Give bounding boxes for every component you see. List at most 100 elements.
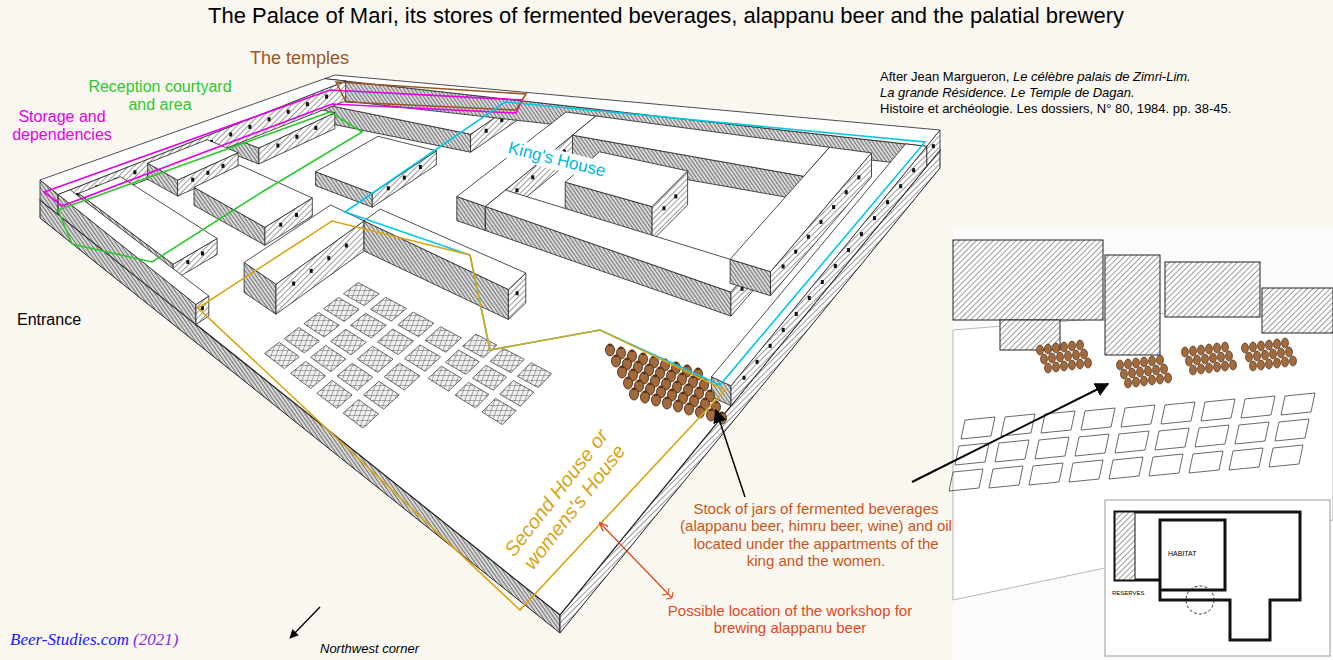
floor-tile xyxy=(455,382,489,408)
inset-wall xyxy=(1262,288,1333,333)
window xyxy=(419,165,422,169)
window xyxy=(310,269,313,273)
jar xyxy=(1290,356,1297,366)
jar xyxy=(1069,341,1076,351)
floor-tile xyxy=(500,381,534,407)
watermark: Beer-Studies.com xyxy=(10,630,129,650)
wall-face xyxy=(58,195,196,325)
jar-mouth xyxy=(614,355,618,357)
jar xyxy=(1053,343,1060,353)
inset-floor-tile xyxy=(1161,402,1195,424)
annotation: Stock of jars of fermented beverages (al… xyxy=(680,500,952,569)
window xyxy=(782,264,785,268)
jar-mouth xyxy=(676,400,680,402)
jar xyxy=(1250,342,1257,352)
jar xyxy=(1226,351,1233,361)
floor-tile xyxy=(304,313,339,338)
window xyxy=(832,205,835,209)
inset-floor-tile xyxy=(1235,422,1269,444)
floor-tile xyxy=(482,398,516,424)
jar-mouth xyxy=(665,397,669,399)
floor-tile xyxy=(445,350,479,374)
floor-tile xyxy=(324,298,359,322)
jar-body xyxy=(630,388,639,400)
plan-marker xyxy=(1186,586,1214,614)
jar xyxy=(1218,352,1225,362)
jar xyxy=(1242,343,1249,353)
inset-floor-tile xyxy=(1075,434,1109,456)
jar xyxy=(1153,365,1160,375)
inset-ground xyxy=(953,228,1333,660)
floor-tile xyxy=(371,297,407,321)
jar xyxy=(606,344,615,356)
inset-floor-tile xyxy=(1029,463,1063,485)
wall-top xyxy=(712,144,927,386)
wall-top xyxy=(194,165,312,227)
jar xyxy=(663,397,672,409)
jar xyxy=(1214,362,1221,372)
floor-tile xyxy=(473,365,507,390)
window xyxy=(756,360,759,364)
plan-label: RESERVES xyxy=(1112,590,1145,597)
jar xyxy=(1250,361,1257,371)
window xyxy=(886,200,889,204)
wall-top xyxy=(244,205,364,284)
window xyxy=(201,251,204,255)
floor-tile xyxy=(425,327,461,353)
jar-body xyxy=(663,397,672,409)
jar-mouth xyxy=(670,389,674,391)
jar xyxy=(1274,358,1281,368)
window xyxy=(847,248,850,252)
jar xyxy=(1117,360,1124,370)
jar-mouth xyxy=(625,358,629,360)
jar xyxy=(612,355,621,367)
floor-tile xyxy=(517,363,551,388)
floor-tile xyxy=(337,363,373,390)
window xyxy=(845,190,848,194)
floor-tile xyxy=(284,327,319,353)
arrow-fletching xyxy=(662,588,673,599)
jar xyxy=(1222,342,1229,352)
jar xyxy=(1125,378,1132,388)
window xyxy=(515,188,518,192)
window xyxy=(819,220,822,224)
jar xyxy=(1121,369,1128,379)
inset-wall xyxy=(953,240,1103,320)
jar xyxy=(1270,349,1277,359)
jar xyxy=(1157,355,1164,365)
window xyxy=(795,312,798,316)
floor-tile xyxy=(311,345,346,371)
jar-mouth xyxy=(626,377,630,379)
window xyxy=(782,328,785,332)
jar-mouth xyxy=(696,368,700,370)
window xyxy=(345,244,348,248)
wall-block xyxy=(712,144,927,406)
window xyxy=(516,291,519,295)
wall-top xyxy=(58,190,209,305)
window xyxy=(857,175,860,179)
jar-body xyxy=(606,344,615,356)
jar xyxy=(1041,354,1048,364)
jar xyxy=(1049,353,1056,363)
jar xyxy=(1222,361,1229,371)
jar xyxy=(1254,351,1261,361)
jar-mouth xyxy=(630,350,634,352)
floor-tile xyxy=(351,313,387,338)
jar-mouth xyxy=(687,403,691,405)
jar-mouth xyxy=(669,370,673,372)
window xyxy=(674,194,677,198)
jar xyxy=(1186,356,1193,366)
inset-floor-tile xyxy=(1109,457,1143,479)
window xyxy=(295,213,298,217)
north-arrow xyxy=(290,607,320,638)
jar xyxy=(1206,344,1213,354)
floor-tile xyxy=(317,380,352,408)
jar xyxy=(1194,355,1201,365)
inset-floor-tile xyxy=(1241,396,1275,418)
window xyxy=(206,171,209,175)
leader-arrow xyxy=(600,523,672,598)
inset-floor-tile xyxy=(961,417,995,439)
window xyxy=(186,260,189,264)
window xyxy=(912,168,915,172)
